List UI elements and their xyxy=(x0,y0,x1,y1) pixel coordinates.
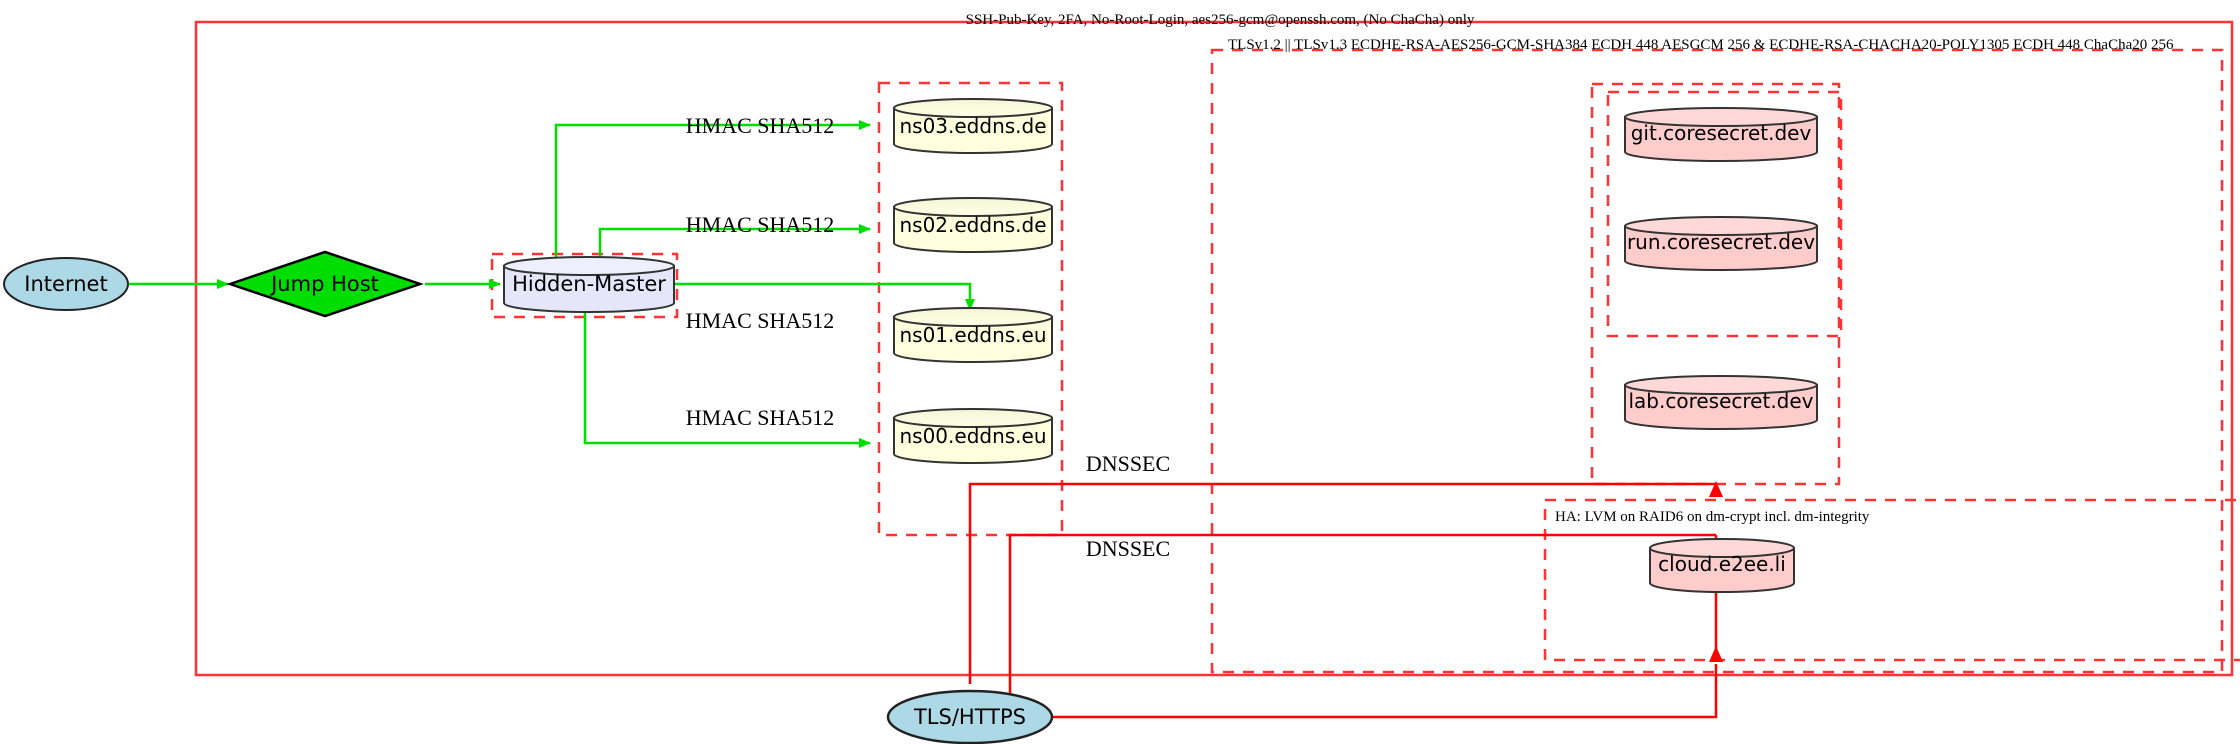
node-jump-host[interactable]: Jump Host xyxy=(226,250,424,318)
edge-label-hmac-ns01: HMAC SHA512 xyxy=(686,308,835,333)
node-tls-https-label: TLS/HTTPS xyxy=(913,705,1026,729)
edge-label-hmac-ns02: HMAC SHA512 xyxy=(686,212,835,237)
node-run-coresecret-label: run.coresecret.dev xyxy=(1627,230,1815,254)
cluster-outer-ssh-label: SSH-Pub-Key, 2FA, No-Root-Login, aes256-… xyxy=(966,12,1475,28)
node-lab-coresecret[interactable]: lab.coresecret.dev xyxy=(1624,375,1818,430)
node-internet-label: Internet xyxy=(24,272,107,296)
node-tls-https[interactable]: TLS/HTTPS xyxy=(886,689,1054,744)
cluster-tls-policy-label: TLSv1.2 || TLSv1.3 ECDHE-RSA-AES256-GCM-… xyxy=(1228,37,2174,53)
node-git-coresecret[interactable]: git.coresecret.dev xyxy=(1624,107,1818,162)
cluster-outer-ssh xyxy=(194,20,2234,677)
node-ns00[interactable]: ns00.eddns.eu xyxy=(893,408,1053,464)
edge-master-ns00 xyxy=(583,313,871,448)
node-jump-host-label: Jump Host xyxy=(269,272,379,296)
node-lab-coresecret-label: lab.coresecret.dev xyxy=(1628,389,1813,413)
node-internet[interactable]: Internet xyxy=(3,257,129,311)
cluster-ha-storage-label: HA: LVM on RAID6 on dm-crypt incl. dm-in… xyxy=(1555,509,1870,525)
node-ns02[interactable]: ns02.eddns.de xyxy=(893,197,1053,253)
node-ns01-label: ns01.eddns.eu xyxy=(899,323,1046,347)
node-ns00-label: ns00.eddns.eu xyxy=(899,424,1046,448)
node-hidden-master[interactable]: Hidden-Master xyxy=(503,256,675,313)
node-cloud-e2ee-label: cloud.e2ee.li xyxy=(1658,552,1786,576)
edge-label-dnssec-lower: DNSSEC xyxy=(1086,536,1170,561)
edge-label-hmac-ns03: HMAC SHA512 xyxy=(686,113,835,138)
edge-tls-https-services xyxy=(1052,664,1718,719)
cluster-ha-storage xyxy=(1543,498,2240,662)
edge-label-hmac-ns00: HMAC SHA512 xyxy=(686,405,835,430)
node-run-coresecret[interactable]: run.coresecret.dev xyxy=(1624,216,1818,271)
edge-master-ns03 xyxy=(554,120,871,258)
node-ns01[interactable]: ns01.eddns.eu xyxy=(893,307,1053,363)
node-cloud-e2ee[interactable]: cloud.e2ee.li xyxy=(1649,538,1795,593)
edge-dnssec-upper xyxy=(968,481,1723,660)
edge-master-ns02 xyxy=(598,224,871,258)
cluster-tls-policy xyxy=(1210,48,2224,674)
edge-label-dnssec-upper: DNSSEC xyxy=(1086,451,1170,476)
node-ns03-label: ns03.eddns.de xyxy=(899,114,1046,138)
node-git-coresecret-label: git.coresecret.dev xyxy=(1631,121,1812,145)
edge-dnssec-lower xyxy=(1008,533,1723,712)
edge-master-ns01 xyxy=(673,282,975,311)
node-ns03[interactable]: ns03.eddns.de xyxy=(893,98,1053,154)
node-ns02-label: ns02.eddns.de xyxy=(899,213,1046,237)
node-hidden-master-label: Hidden-Master xyxy=(512,272,666,296)
